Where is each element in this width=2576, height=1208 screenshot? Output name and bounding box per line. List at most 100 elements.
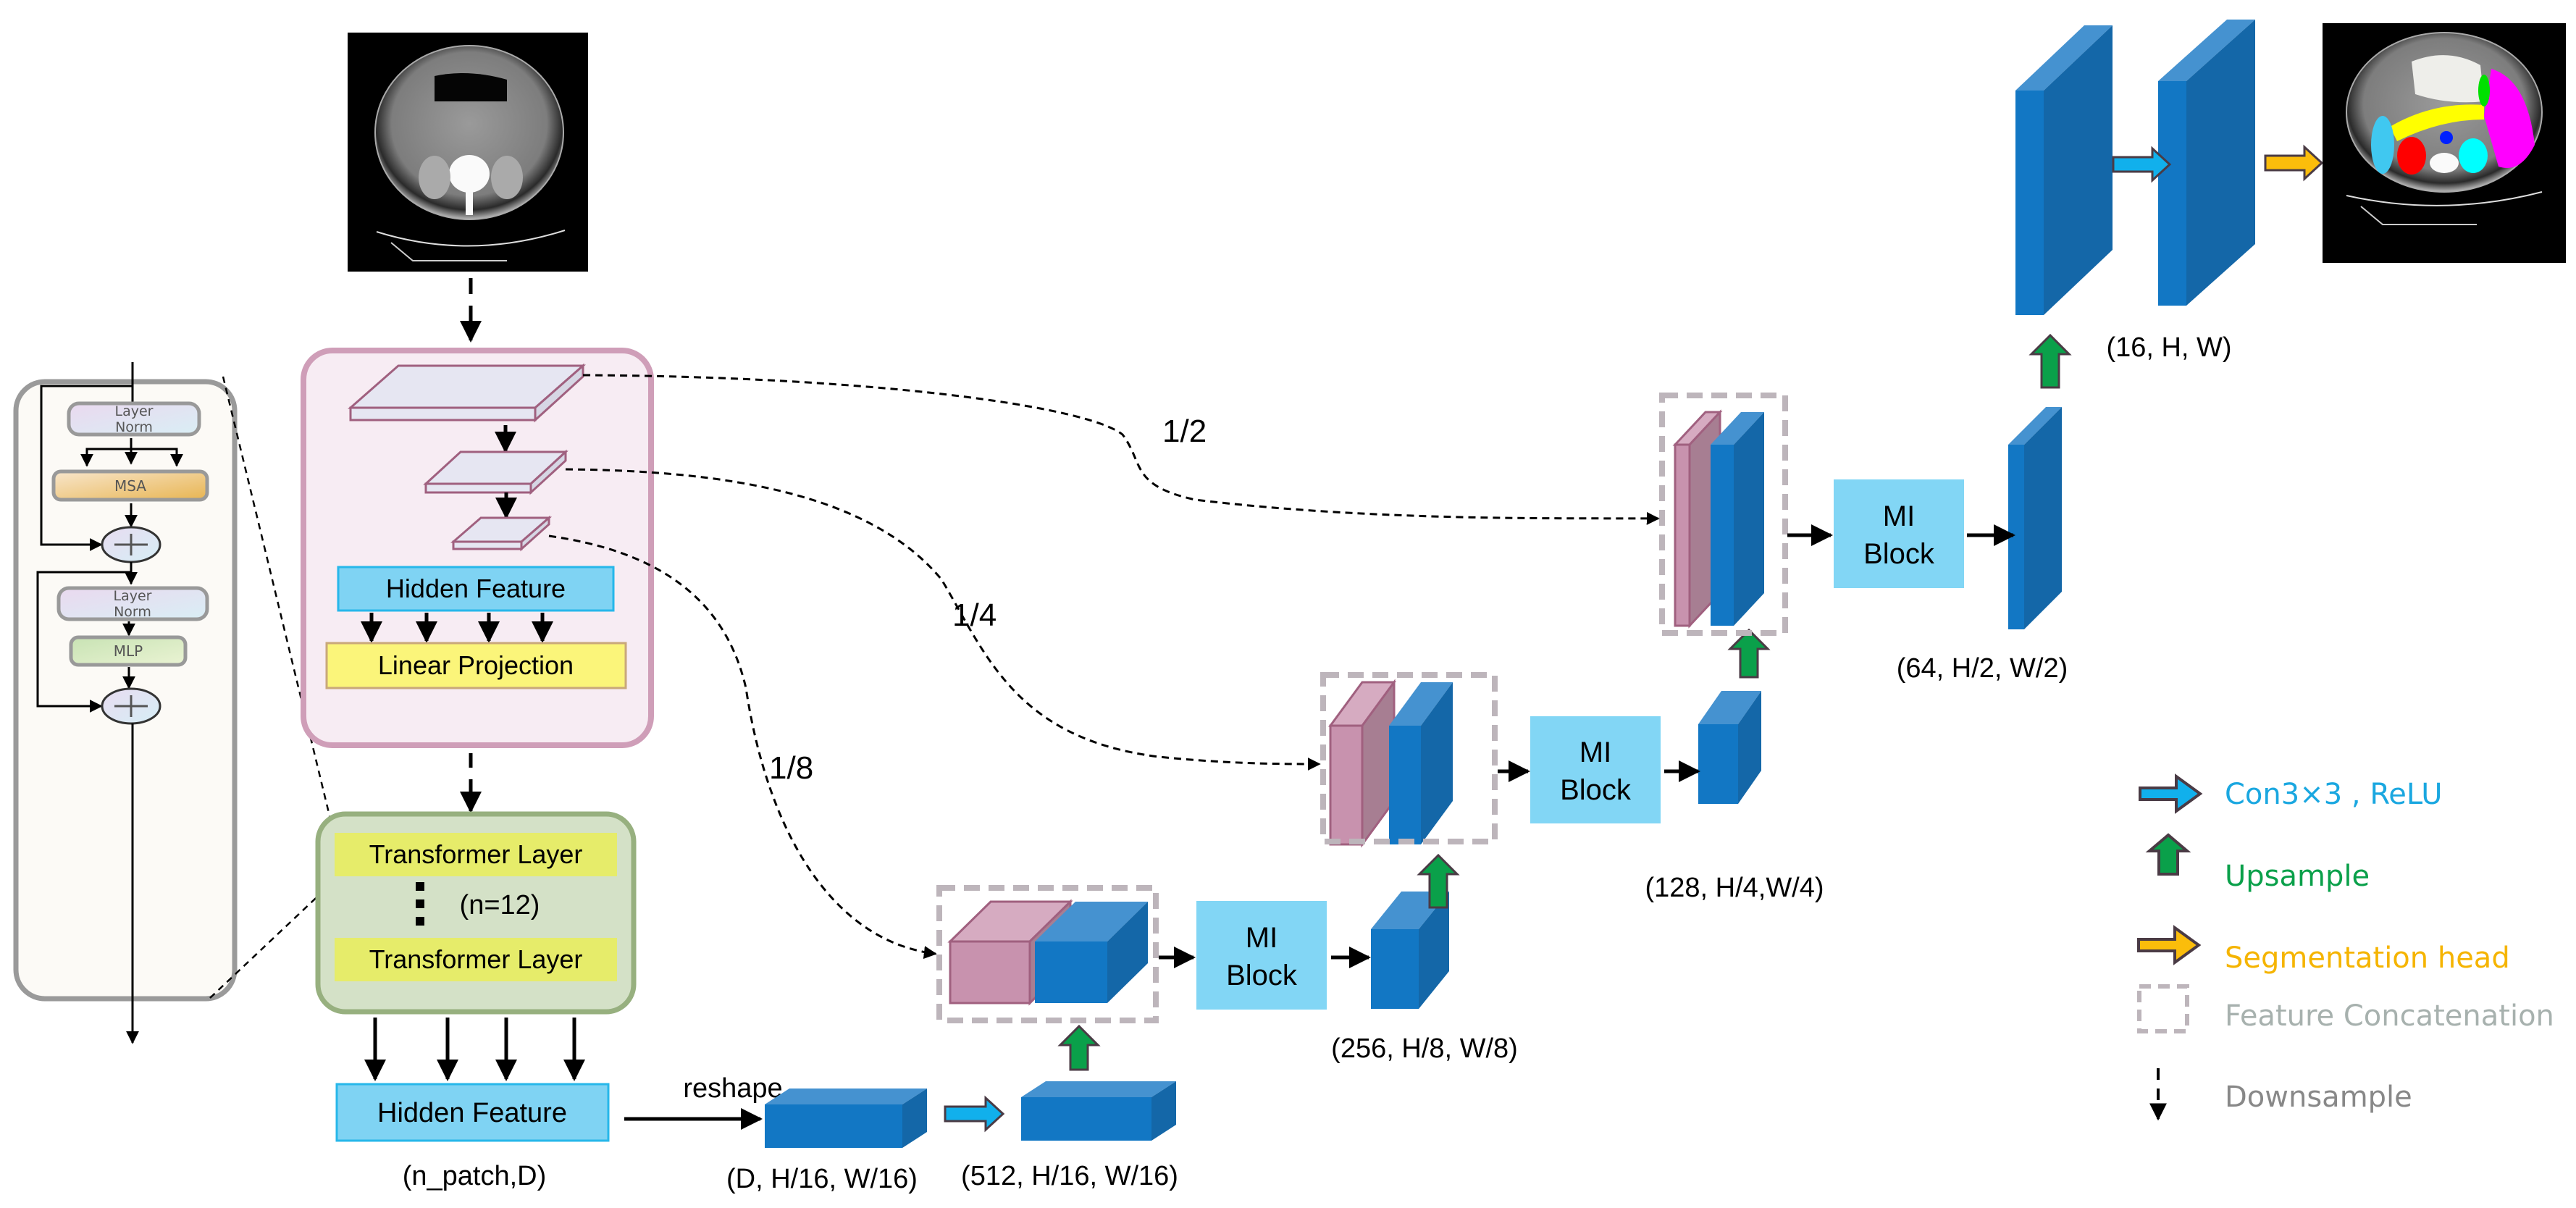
organ-stomach — [2412, 55, 2484, 103]
conv-arrow-1 — [944, 1095, 1005, 1133]
layer-norm-1-box — [67, 401, 201, 437]
concat-frame-2 — [1320, 672, 1498, 844]
legend-item-conv: Con3×3 , ReLU — [2139, 773, 2443, 814]
upsample-arrow-3 — [1727, 628, 1771, 679]
transformer-layer-bottom-label: Transformer Layer — [369, 944, 583, 974]
skip-connection-quarter — [565, 468, 1321, 771]
organ-left-kidney — [2459, 138, 2488, 173]
shape-reshaped: (D, H/16, W/16) — [726, 1164, 918, 1194]
skip-label-quarter: 1/4 — [952, 597, 997, 633]
stage128-feature-block-side — [1738, 691, 1761, 804]
shape-conv512: (512, H/16, W/16) — [961, 1161, 1178, 1191]
organ-gallbladder — [2478, 75, 2490, 106]
upsample-arrow-1 — [1057, 1024, 1101, 1071]
concat-frame-icon — [2137, 984, 2189, 1033]
linear-projection-box — [325, 642, 627, 689]
stage16-feature-block-2-side — [2186, 20, 2255, 306]
residual-connection-2 — [36, 571, 131, 713]
legend: Con3×3 , ReLU Upsample Segmentation head… — [2137, 773, 2554, 1121]
shape-stage64: (64, H/2, W/2) — [1897, 653, 2068, 684]
conv512-feature-block-front — [1021, 1097, 1151, 1141]
mi-block-3: MI Block — [1834, 479, 1964, 588]
layer-norm-2-line2: Norm — [114, 604, 151, 620]
shape-stage256: (256, H/8, W/8) — [1331, 1033, 1518, 1064]
ellipsis-dot-3 — [416, 917, 424, 926]
legend-upsample-label: Upsample — [2225, 860, 2370, 893]
decoder-blocks — [765, 20, 2324, 1148]
shape-stage128: (128, H/4,W/4) — [1645, 873, 1824, 903]
organ-liver — [2371, 116, 2394, 174]
stage16-feature-block-1-top — [2015, 25, 2113, 91]
legend-conv-label: Con3×3 , ReLU — [2225, 778, 2443, 811]
feature-slab-eighth — [450, 515, 553, 552]
reshaped-feature-block-side — [902, 1089, 927, 1148]
mi-block-1: MI Block — [1196, 901, 1327, 1010]
ellipsis-dot-2 — [416, 899, 424, 908]
upsample-arrow-2 — [1417, 853, 1460, 909]
hidden-feature-shape: (n_patch,D) — [403, 1161, 547, 1191]
stage64-feature-block-front — [2008, 445, 2024, 629]
encoder-hidden-feature-label: Hidden Feature — [386, 574, 566, 603]
reshaped-feature-block-front — [765, 1104, 902, 1148]
skip-label-eighth: 1/8 — [769, 750, 813, 786]
transformer-layer-detail: Layer Norm MSA Layer Norm MLP — [13, 362, 238, 1044]
concat-frame-3 — [1659, 393, 1788, 636]
organ-right-kidney — [2397, 137, 2426, 175]
msa-box — [51, 469, 209, 502]
feature-slab-half — [348, 363, 586, 423]
legend-item-concat: Feature Concatenation — [2137, 984, 2554, 1033]
legend-item-downsample: Downsample — [2149, 1068, 2412, 1121]
upsampled-feature-1-front — [1035, 941, 1107, 1003]
mlp-label: MLP — [114, 642, 143, 660]
conv-arrow-2 — [2112, 146, 2172, 183]
mlp-box — [69, 635, 188, 667]
layer-norm-1-line2: Norm — [115, 419, 153, 435]
conv512-feature-block-top — [1021, 1081, 1176, 1097]
legend-downsample-label: Downsample — [2225, 1081, 2412, 1114]
legend-seg-head-label: Segmentation head — [2225, 941, 2510, 975]
output-segmentation-image — [2323, 23, 2566, 263]
transformer-count-label: (n=12) — [460, 890, 540, 920]
hidden-feature-out-label: Hidden Feature — [377, 1098, 567, 1128]
stage16-feature-block-2-top — [2158, 20, 2255, 81]
skip-feature-half-front — [1674, 443, 1691, 627]
residual-connection-1 — [40, 385, 133, 551]
legend-item-seg-head: Segmentation head — [2137, 925, 2510, 975]
transformer-layer-top-label: Transformer Layer — [369, 839, 583, 869]
layer-norm-2-box — [56, 586, 209, 621]
encoder-block: Hidden Feature Linear Projection — [301, 348, 654, 748]
conv512-feature-block-side — [1151, 1081, 1176, 1141]
msa-label: MSA — [114, 477, 146, 495]
mi-block-3-line1: MI — [1883, 500, 1915, 532]
legend-concat-label: Feature Concatenation — [2225, 999, 2554, 1033]
stage64-feature-block-top — [2008, 407, 2062, 445]
hidden-feature-out-box — [335, 1083, 610, 1142]
upsampled-feature-1-side — [1107, 902, 1148, 1003]
stage64-feature-block-side — [2024, 407, 2062, 629]
feature-slab-quarter — [423, 449, 569, 495]
transformer-layer-top — [335, 833, 617, 876]
seg-head-arrow-icon — [2137, 925, 2202, 965]
skip-label-half: 1/2 — [1162, 414, 1207, 449]
shape-stage16: (16, H, W) — [2106, 332, 2231, 363]
stage16-feature-block-1-front — [2015, 91, 2044, 315]
input-ct-image — [348, 33, 588, 272]
organ-pancreas — [2390, 104, 2484, 141]
mi-block-3-line2: Block — [1863, 538, 1935, 570]
layer-norm-2-line1: Layer — [114, 588, 152, 604]
upsampled-feature-2-front — [1389, 726, 1421, 844]
mi-block-2-line2: Block — [1560, 774, 1632, 806]
mi-block-2-line1: MI — [1579, 737, 1611, 768]
detail-link-top — [222, 376, 340, 855]
skip-feature-quarter-front — [1329, 724, 1364, 846]
stage128-feature-block-front — [1698, 724, 1738, 804]
layer-norm-1-line1: Layer — [115, 403, 154, 419]
transformer-stack: Transformer Layer (n=12) Transformer Lay… — [315, 811, 637, 1015]
skip-connection-eighth — [548, 534, 937, 959]
organ-aorta — [2440, 131, 2453, 144]
upsample-arrow-4 — [2029, 333, 2072, 389]
upsampled-feature-3-side — [1734, 412, 1764, 626]
upsample-arrow-icon — [2145, 833, 2191, 876]
upsampled-feature-3-front — [1711, 445, 1734, 626]
